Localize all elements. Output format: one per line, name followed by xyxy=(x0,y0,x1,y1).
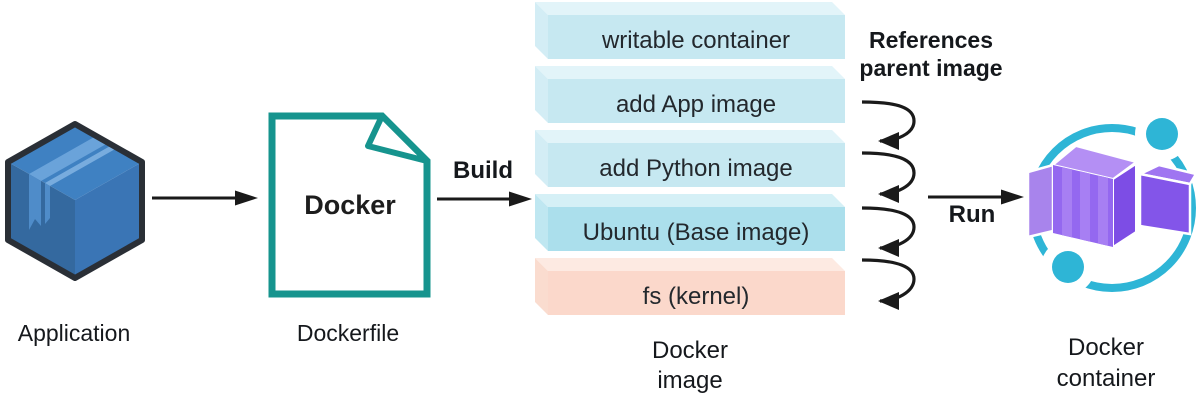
application-package-icon xyxy=(5,121,145,281)
layer-top-bevel xyxy=(535,2,845,15)
layer-side-bevel xyxy=(535,194,548,251)
build-arrow xyxy=(437,191,532,207)
box-tape-side xyxy=(29,174,41,230)
reference-arrow-2 xyxy=(861,151,916,203)
docker-image-label-line1: Docker xyxy=(651,337,729,364)
layer-label: add App image xyxy=(616,91,776,118)
docker-image-stack: writable container add App image add Pyt… xyxy=(535,2,845,315)
layer-face xyxy=(548,79,845,123)
layer-label: fs (kernel) xyxy=(643,283,750,310)
docker-container-label: Docker container xyxy=(1028,332,1184,394)
layer-side-bevel xyxy=(535,2,548,59)
container-cube-stripe xyxy=(1098,175,1108,246)
container-left-arm xyxy=(1026,163,1055,239)
layer-side-bevel xyxy=(535,66,548,123)
references-label-line1: References xyxy=(868,27,994,53)
run-arrow xyxy=(928,189,1024,205)
references-label-line2: parent image xyxy=(859,55,1003,81)
layer-add-python-image: add Python image xyxy=(535,130,845,187)
document-fold-corner xyxy=(365,113,430,164)
dockerfile-icon: Docker xyxy=(268,112,431,298)
layer-top-bevel xyxy=(535,258,845,271)
layer-side-bevel xyxy=(535,130,548,187)
reference-arrow-1 xyxy=(861,100,916,150)
reference-arrow-4 xyxy=(861,258,916,310)
box-tape-side-thin xyxy=(45,183,50,224)
build-label: Build xyxy=(453,157,513,184)
arrow-head xyxy=(509,191,532,207)
reference-arrow-3 xyxy=(861,206,916,257)
dockerfile-label: Dockerfile xyxy=(296,320,400,346)
container-cube-stripe xyxy=(1062,167,1072,238)
layer-writable-container: writable container xyxy=(535,2,845,59)
layer-ubuntu-base-image: Ubuntu (Base image) xyxy=(535,194,845,251)
reference-arrows xyxy=(861,100,916,310)
app-to-dockerfile-arrow xyxy=(152,190,258,206)
box-tape-band xyxy=(29,136,108,181)
layer-face xyxy=(548,271,845,315)
docker-image-label-line2: image xyxy=(657,367,723,394)
container-right-arm-face xyxy=(1138,172,1192,236)
references-parent-image-label: References parent image xyxy=(843,26,1019,82)
arrow-head xyxy=(1001,189,1024,205)
layer-face xyxy=(548,15,845,59)
dockerfile-doc-text: Docker xyxy=(304,190,396,220)
box-outline xyxy=(5,121,145,281)
layer-top-bevel xyxy=(535,130,845,143)
arrow-head xyxy=(235,190,258,206)
layer-label: add Python image xyxy=(599,155,792,182)
layer-top-bevel xyxy=(535,66,845,79)
container-cube-top xyxy=(1050,144,1139,181)
application-label: Application xyxy=(17,320,131,346)
orbit-dot-bottom xyxy=(1052,251,1084,283)
docker-container-label-line2: container xyxy=(1056,365,1156,392)
run-label: Run xyxy=(948,201,996,228)
layer-face xyxy=(548,207,845,251)
layer-label: writable container xyxy=(601,27,790,54)
orbit-dot-top xyxy=(1146,118,1178,150)
document-outline xyxy=(268,112,431,298)
docker-image-label: Docker image xyxy=(600,336,780,396)
layer-face xyxy=(548,143,845,187)
box-tape-band-thin xyxy=(45,145,117,186)
layer-add-app-image: add App image xyxy=(535,66,845,123)
container-cube-stripe xyxy=(1080,171,1090,242)
docker-container-icon xyxy=(1026,107,1198,294)
docker-container-label-line1: Docker xyxy=(1067,334,1145,361)
layer-fs-kernel: fs (kernel) xyxy=(535,258,845,315)
layer-top-bevel xyxy=(535,194,845,207)
layer-side-bevel xyxy=(535,258,548,315)
layer-label: Ubuntu (Base image) xyxy=(583,219,810,246)
